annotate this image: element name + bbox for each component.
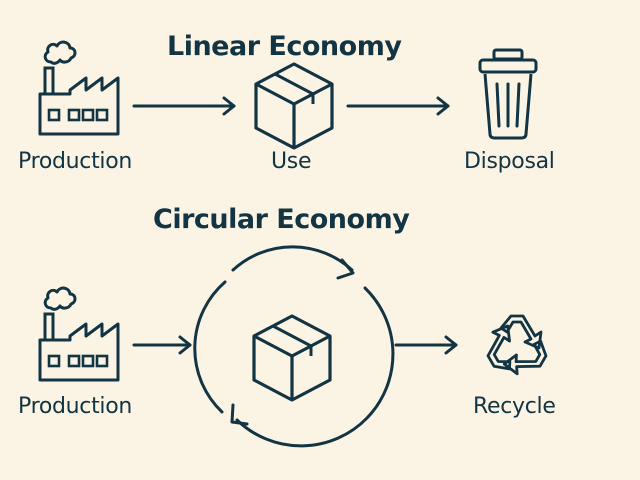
circular-label-recycle: Recycle xyxy=(473,394,556,419)
trash-can-icon xyxy=(478,48,538,140)
circular-arrows-icon xyxy=(193,245,395,448)
linear-label-production: Production xyxy=(18,149,133,174)
recycle-icon xyxy=(477,314,553,384)
linear-label-disposal: Disposal xyxy=(464,149,555,174)
circular-label-production: Production xyxy=(18,394,133,419)
linear-label-use: Use xyxy=(271,149,312,174)
linear-box-icon xyxy=(254,62,334,150)
circular-arrow-right-icon-2 xyxy=(394,335,458,355)
linear-arrow-right-icon-2 xyxy=(346,96,450,116)
circular-arrow-right-icon-1 xyxy=(132,335,192,355)
linear-arrow-right-icon-1 xyxy=(132,96,236,116)
circular-economy-title: Circular Economy xyxy=(153,204,410,235)
circular-box-icon xyxy=(252,314,332,402)
circular-factory-icon xyxy=(38,286,120,382)
linear-factory-icon xyxy=(38,40,120,136)
linear-economy-title: Linear Economy xyxy=(167,31,402,62)
